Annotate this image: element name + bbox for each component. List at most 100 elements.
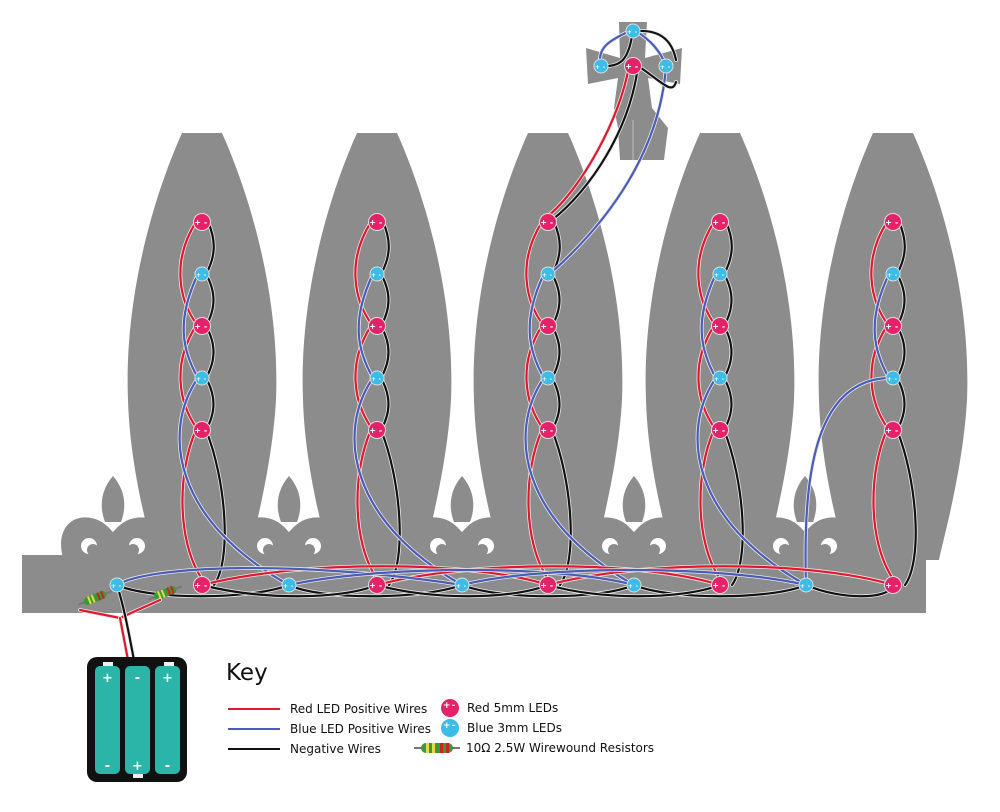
led-plus-glyph: +: [542, 272, 547, 279]
battery-cell-body: [155, 666, 180, 774]
red-positive-wire: [525, 324, 546, 432]
blue-led: +-: [369, 370, 385, 386]
blue-positive-wire: [353, 376, 464, 587]
red-positive-wire: [872, 428, 895, 581]
led-plus-glyph: +: [194, 218, 201, 227]
red-wire-swatch: [228, 708, 280, 710]
resistor-band: [169, 585, 175, 595]
crown-body: [22, 22, 968, 613]
red-positive-wire: [354, 220, 375, 328]
led-minus-glyph: -: [464, 583, 467, 590]
led-body: [195, 267, 209, 281]
led-body: [282, 578, 296, 592]
red-led: +-: [711, 421, 729, 439]
led-minus-glyph: -: [204, 322, 207, 331]
red-led: +-: [624, 57, 642, 75]
battery-contact: [133, 774, 143, 778]
red-positive-wire: [697, 324, 718, 432]
led-plus-glyph: +: [196, 376, 201, 383]
fleur-curl-inner: [87, 544, 99, 556]
key-label: Red 5mm LEDs: [467, 701, 559, 715]
fleur-curl-inner: [263, 544, 275, 556]
led-plus-glyph: +: [540, 218, 547, 227]
blue-positive-wire: [696, 376, 808, 587]
fleur-base: [237, 517, 341, 558]
fleur-curl-inner: [303, 544, 315, 556]
led-minus-glyph: -: [722, 218, 725, 227]
led-body: [110, 578, 124, 592]
fleur-de-lis: [61, 476, 165, 558]
led-body: [712, 318, 728, 334]
blue-led: +-: [540, 266, 556, 282]
led-body: [194, 577, 210, 593]
resistor-band: [99, 590, 105, 600]
red-led-icon: [441, 699, 459, 717]
fleur-petal: [622, 476, 646, 522]
red-positive-wire: [697, 220, 718, 328]
led-body: [540, 577, 556, 593]
led-plus-glyph: +: [712, 218, 719, 227]
key-label: Red LED Positive Wires: [290, 702, 428, 716]
led-plus-glyph: +: [369, 218, 376, 227]
red-positive-wire: [354, 324, 375, 432]
red-led: +-: [368, 576, 386, 594]
led-plus-glyph: +: [196, 272, 201, 279]
battery-cell-body: [125, 666, 150, 774]
led-minus-glyph: -: [635, 29, 638, 36]
battery-contact: [103, 662, 113, 666]
crown-spike: [473, 133, 623, 560]
red-positive-wire: [870, 220, 891, 328]
led-plus-glyph: +: [194, 581, 201, 590]
fleur-petal: [450, 476, 474, 522]
led-plus-glyph: +: [712, 426, 719, 435]
led-body: [627, 578, 641, 592]
led-plus-glyph: +: [887, 376, 892, 383]
band-blue-wire: [287, 568, 636, 587]
led-minus-glyph: -: [291, 583, 294, 590]
battery-terminal-top: -: [135, 671, 140, 686]
led-minus-glyph: -: [668, 64, 671, 71]
red-positive-wire: [181, 428, 204, 581]
blue-led: +-: [625, 23, 641, 39]
red-led: +-: [193, 213, 211, 231]
key-title: Key: [226, 660, 268, 686]
blue-positive-wire: [804, 376, 891, 587]
resistor-icon: [414, 743, 460, 753]
battery-terminal-bottom: -: [165, 759, 170, 774]
blue-led: +-: [593, 58, 609, 74]
red-led: +-: [368, 421, 386, 439]
led-body: [713, 267, 727, 281]
key-label: Blue LED Positive Wires: [290, 722, 432, 736]
led-minus-glyph: -: [722, 426, 725, 435]
battery-cell-body: [95, 666, 120, 774]
battery-red-wire: [118, 616, 130, 662]
led-plus-glyph: +: [625, 62, 632, 71]
blue-led: +-: [712, 370, 728, 386]
led-minus-glyph: -: [895, 426, 898, 435]
led-minus-glyph: -: [550, 581, 553, 590]
fleur-base: [61, 517, 165, 558]
cross-negative-wire: [604, 34, 634, 68]
blue-led: +-: [712, 266, 728, 282]
red-led: +-: [539, 213, 557, 231]
key-item-blue-led: Blue 3mm LEDs: [441, 719, 562, 737]
red-led: +-: [193, 421, 211, 439]
led-body: [713, 371, 727, 385]
led-plus-glyph: +: [194, 426, 201, 435]
led-plus-glyph: +: [627, 29, 632, 36]
cross-blue-wire: [550, 64, 668, 274]
red-led: +-: [368, 213, 386, 231]
led-plus-glyph: +: [887, 272, 892, 279]
led-body: [541, 371, 555, 385]
red-positive-wire: [179, 220, 200, 328]
led-minus-glyph: -: [550, 426, 553, 435]
led-minus-glyph: -: [895, 322, 898, 331]
led-minus-glyph: -: [379, 376, 382, 383]
led-plus-glyph: +: [371, 272, 376, 279]
battery-terminal-bottom: -: [105, 759, 110, 774]
led-body: [369, 422, 385, 438]
led-minus-glyph: -: [895, 272, 898, 279]
blue-wire-swatch: [228, 728, 280, 730]
fleur-de-lis: [582, 476, 686, 558]
resistor-band: [166, 587, 172, 596]
